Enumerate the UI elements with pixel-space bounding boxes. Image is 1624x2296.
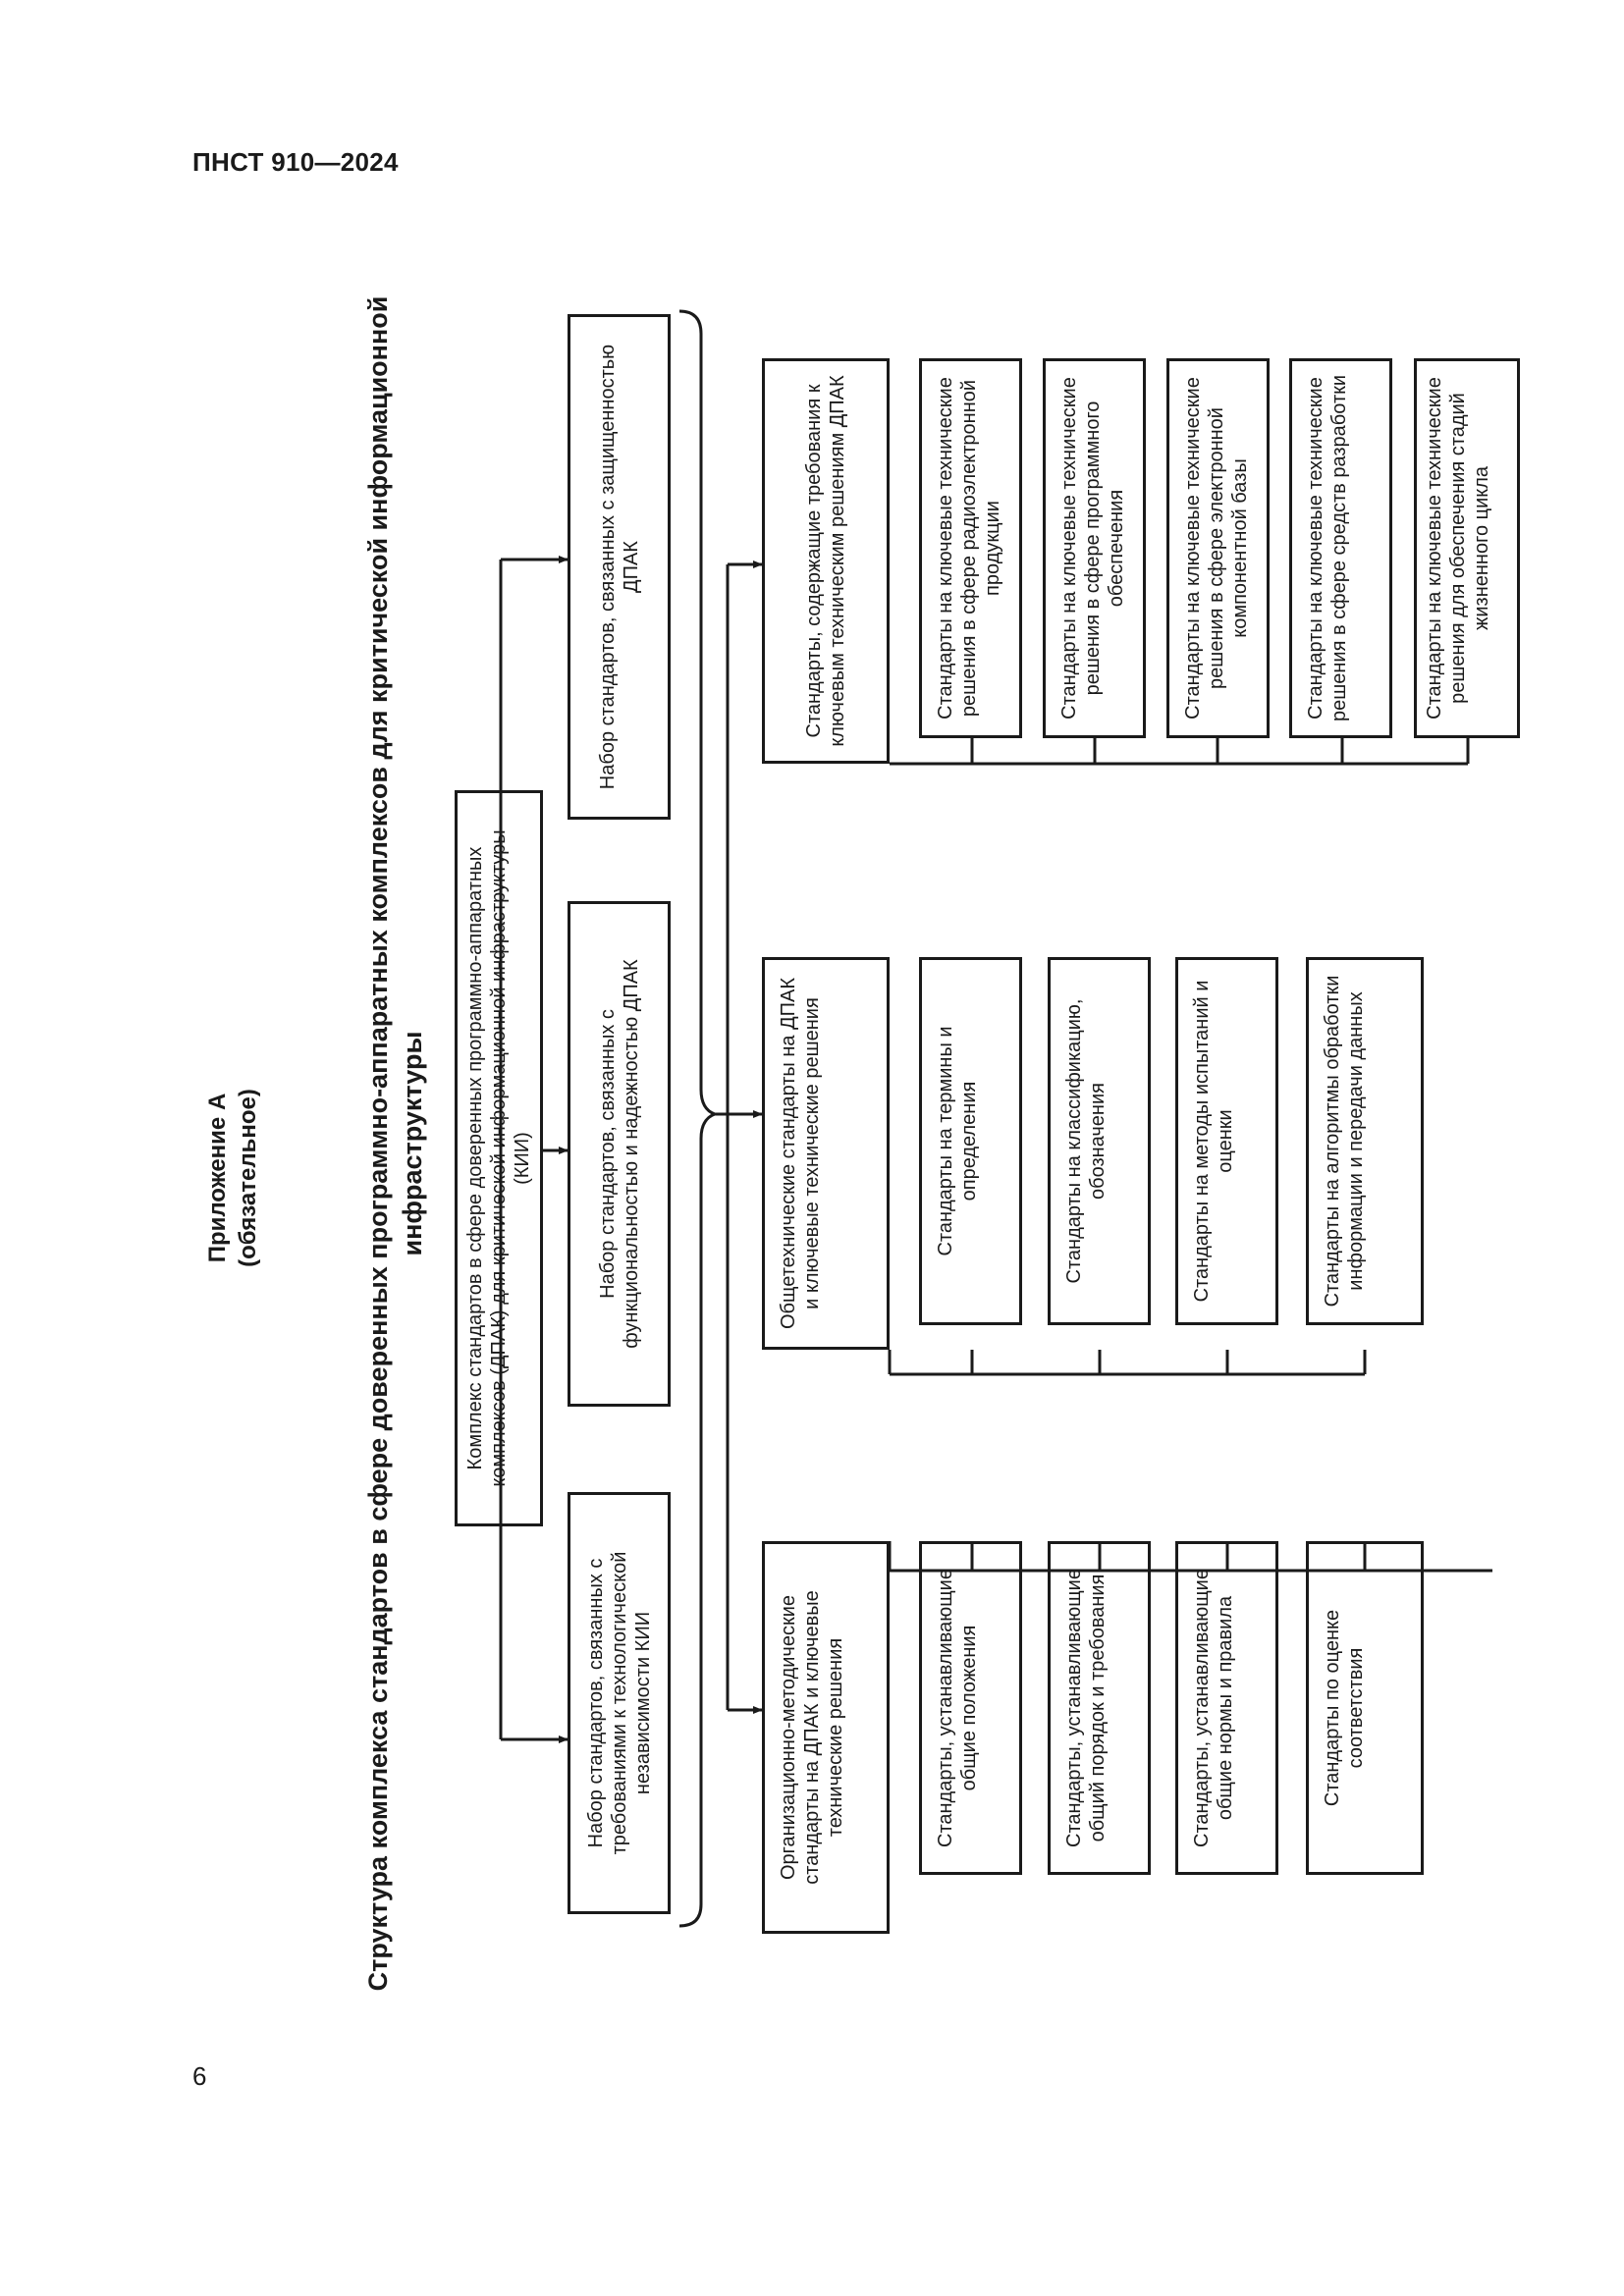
group-3-item-box: Стандарты на ключевые технические решени… — [1289, 358, 1392, 738]
group-3-item-box: Стандарты на ключевые технические решени… — [1043, 358, 1146, 738]
group-3-item-2: Стандарты на ключевые технические решени… — [1058, 377, 1127, 720]
root-box: Комплекс стандартов в сфере доверенных п… — [455, 790, 543, 1526]
set-box-technological-independence: Набор стандартов, связанных с требования… — [568, 1492, 671, 1914]
set-label-functionality-reliability: Набор стандартов, связанных с функционал… — [596, 959, 642, 1349]
group-3-item-5: Стандарты на ключевые технические решени… — [1424, 377, 1492, 720]
group-3-item-box: Стандарты на ключевые технические решени… — [1414, 358, 1520, 738]
group-2-item-4: Стандарты на алгоритмы обработки информа… — [1322, 975, 1367, 1308]
group-3-item-box: Стандарты на ключевые технические решени… — [919, 358, 1022, 738]
set-box-security: Набор стандартов, связанных с защищеннос… — [568, 314, 671, 820]
set-box-functionality-reliability: Набор стандартов, связанных с функционал… — [568, 901, 671, 1407]
set-label-technological-independence: Набор стандартов, связанных с требования… — [584, 1551, 654, 1855]
group-2-item-2: Стандарты на классификацию, обозначения — [1063, 998, 1109, 1284]
root-label: Комплекс стандартов в сфере доверенных п… — [464, 829, 533, 1487]
group-1-item-box: Стандарты, устанавливающие общий порядок… — [1048, 1541, 1151, 1875]
group-2-item-box: Стандарты на классификацию, обозначения — [1048, 957, 1151, 1325]
group-3-item-box: Стандарты на ключевые технические решени… — [1166, 358, 1270, 738]
group-box-key-technical-solutions: Стандарты, содержащие требования к ключе… — [762, 358, 890, 764]
group-1-item-box: Стандарты, устанавливающие общие положен… — [919, 1541, 1022, 1875]
group-3-item-1: Стандарты на ключевые технические решени… — [935, 377, 1003, 720]
group-box-organizational-methodological: Организационно-методические стандарты на… — [762, 1541, 890, 1934]
document-code: ПНСТ 910—2024 — [192, 147, 399, 177]
group-label-key-technical-solutions: Стандарты, содержащие требования к ключе… — [803, 375, 848, 747]
group-box-general-technical: Общетехнические стандарты на ДПАК и ключ… — [762, 957, 890, 1350]
page-number: 6 — [192, 2061, 207, 2091]
group-2-item-box: Стандарты на термины и определения — [919, 957, 1022, 1325]
group-1-item-2: Стандарты, устанавливающие общий порядок… — [1063, 1569, 1109, 1847]
group-2-item-box: Стандарты на методы испытаний и оценки — [1175, 957, 1278, 1325]
group-1-item-box: Стандарты по оценке соответствия — [1306, 1541, 1424, 1875]
group-label-organizational-methodological: Организационно-методические стандарты на… — [778, 1590, 846, 1885]
group-1-item-1: Стандарты, устанавливающие общие положен… — [935, 1569, 980, 1847]
group-1-item-box: Стандарты, устанавливающие общие нормы и… — [1175, 1541, 1278, 1875]
set-label-security: Набор стандартов, связанных с защищеннос… — [596, 344, 642, 790]
group-label-general-technical: Общетехнические стандарты на ДПАК и ключ… — [778, 978, 823, 1329]
group-1-item-3: Стандарты, устанавливающие общие нормы и… — [1191, 1569, 1236, 1847]
group-3-item-3: Стандарты на ключевые технические решени… — [1182, 377, 1251, 720]
curly-brace — [678, 309, 720, 1928]
group-1-item-4: Стандарты по оценке соответствия — [1322, 1609, 1367, 1807]
group-2-item-box: Стандарты на алгоритмы обработки информа… — [1306, 957, 1424, 1325]
group-2-item-1: Стандарты на термины и определения — [935, 1026, 980, 1256]
group-3-item-4: Стандарты на ключевые технические решени… — [1305, 374, 1350, 722]
group-2-item-3: Стандарты на методы испытаний и оценки — [1191, 980, 1236, 1303]
